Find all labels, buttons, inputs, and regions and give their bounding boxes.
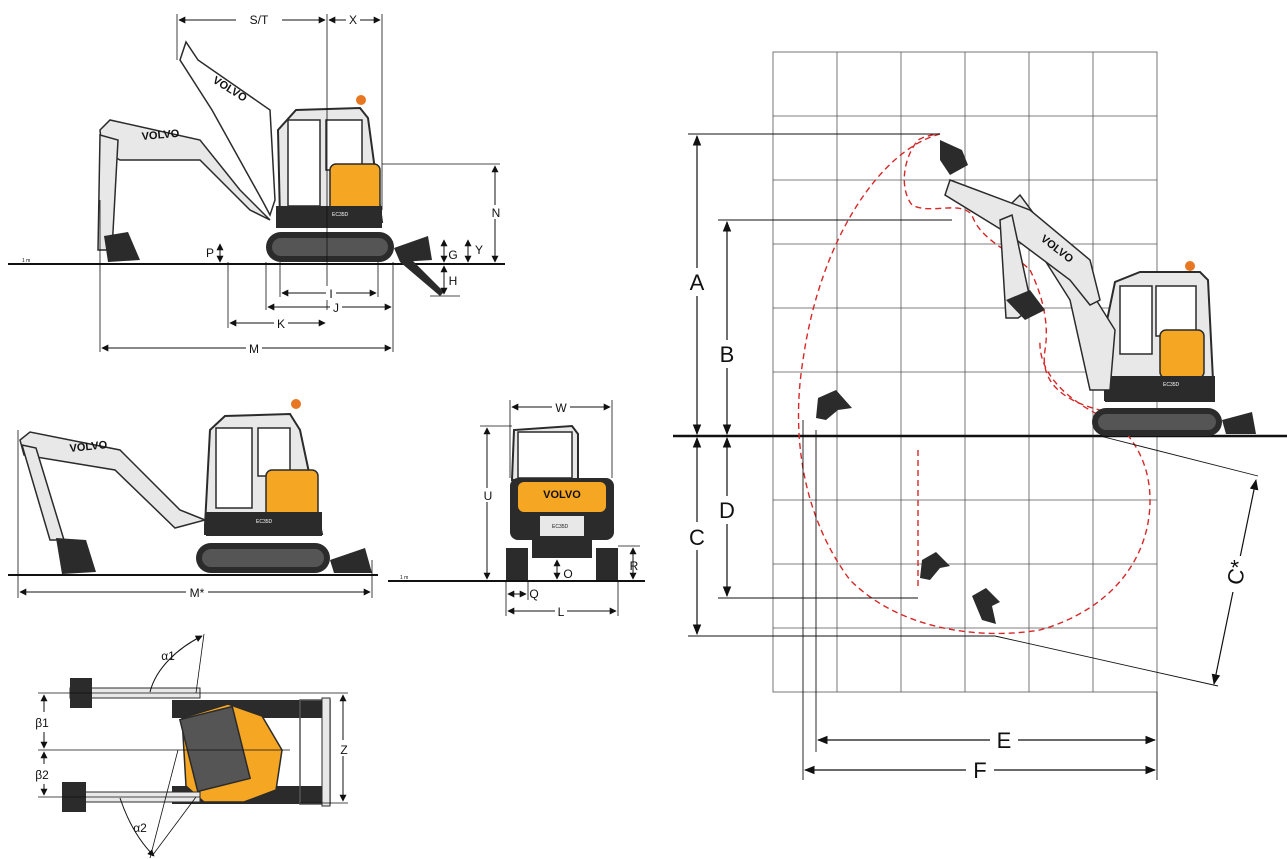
boom-brand-text: VOLVO: [210, 74, 249, 104]
top-view-excavator: [62, 678, 331, 812]
dim-label-beta1: β1: [35, 716, 49, 730]
dim-label-k: K: [277, 317, 285, 331]
transport-view-diagram: EC35D VOLVO M*: [8, 399, 378, 600]
front-view-labels: W U R O Q L: [481, 400, 639, 619]
dim-label-r: R: [630, 559, 639, 573]
dim-label-x: X: [349, 13, 357, 27]
dim-label-g: G: [448, 248, 457, 262]
front-view-excavator: VOLVO EC35D: [506, 424, 618, 580]
dim-label-n: N: [492, 206, 501, 220]
dim-label-alpha1: α1: [161, 649, 175, 663]
arm-brand-text: VOLVO: [69, 439, 108, 455]
dim-label-q: Q: [529, 587, 538, 601]
model-plate: EC35D: [1163, 382, 1180, 388]
bucket-positions: [816, 140, 1000, 624]
scale-mark: 1 m: [400, 575, 408, 581]
dim-label-h: H: [449, 274, 458, 288]
dim-label-o: O: [563, 567, 572, 581]
bucket-icon: [816, 390, 852, 420]
bucket-icon: [920, 552, 950, 580]
dim-label-p: P: [206, 246, 214, 260]
dim-label-st: S/T: [250, 13, 269, 27]
dim-label-w: W: [555, 401, 567, 415]
top-view-extension-lines: [38, 633, 348, 859]
dim-label-a: A: [690, 270, 705, 295]
bucket-icon: [940, 140, 968, 175]
dim-label-u: U: [484, 489, 493, 503]
dim-label-c: C: [689, 525, 705, 550]
model-plate: EC35D: [552, 524, 569, 530]
arm-brand-text: VOLVO: [141, 128, 180, 143]
dim-label-i: I: [329, 287, 332, 301]
working-range-extension-lines: [688, 133, 1259, 780]
dim-label-m-star: M*: [190, 586, 205, 600]
dim-label-e: E: [997, 728, 1012, 753]
side-view-excavator: EC35D VOLVO VOLVO: [97, 40, 444, 296]
dim-label-c-star: C*: [1222, 557, 1252, 587]
front-view-extension-lines: [480, 400, 640, 616]
scale-mark: 1 m: [22, 258, 30, 264]
dim-label-d: D: [719, 498, 735, 523]
dim-label-alpha2: α2: [133, 821, 147, 835]
bucket-icon: [972, 588, 1000, 624]
dim-label-z: Z: [340, 743, 347, 757]
working-range-dimension-arrows: [692, 134, 1259, 775]
dim-label-l: L: [558, 605, 565, 619]
dim-label-beta2: β2: [35, 768, 49, 782]
side-view-extension-lines: [99, 14, 500, 352]
front-view-diagram: 1 m VOLVO EC35D: [388, 400, 645, 619]
side-view-diagram: 1 m EC35D VOLVO VOLVO: [8, 12, 505, 356]
dim-label-b: B: [720, 342, 735, 367]
transport-view-excavator: EC35D VOLVO: [19, 399, 372, 574]
top-view-diagram: β1 β2 Z α1 α2: [32, 633, 351, 859]
side-view-labels: S/T X N G Y H P I J K M: [206, 12, 503, 356]
working-range-excavator: EC35D VOLVO: [944, 179, 1256, 436]
model-plate: EC35D: [256, 519, 273, 525]
dim-label-m: M: [249, 342, 259, 356]
dim-label-f: F: [973, 758, 986, 783]
reach-envelope-curves: [797, 133, 1151, 635]
working-range-diagram: A B C D E F C*: [673, 51, 1287, 783]
rear-brand-text: VOLVO: [543, 489, 581, 501]
top-view-labels: β1 β2 Z α1 α2: [32, 649, 351, 835]
dim-label-j: J: [333, 301, 339, 315]
dim-label-y: Y: [475, 243, 483, 257]
model-plate: EC35D: [332, 212, 349, 218]
